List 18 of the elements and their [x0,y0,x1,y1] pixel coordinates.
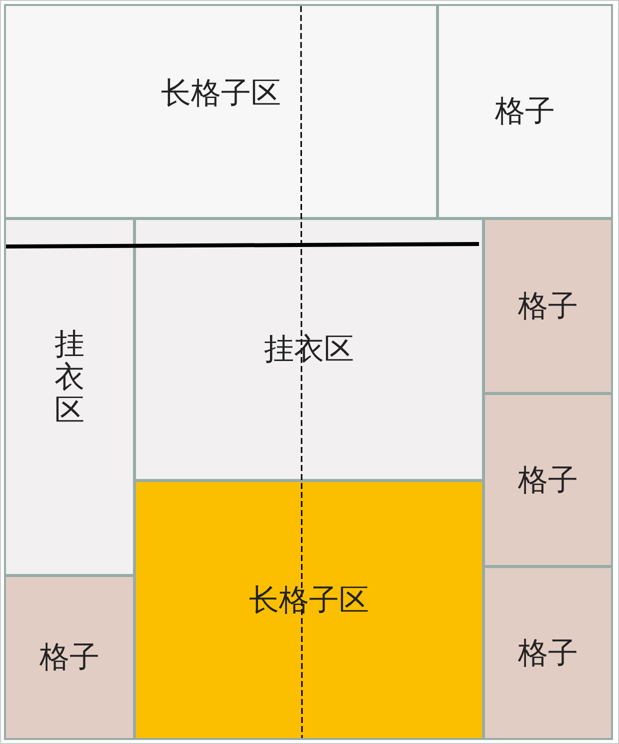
shelf-cubby [483,566,613,740]
section-label: 格子 [518,462,578,500]
section-label: 长格子区 [161,75,281,113]
shelf-cubby [4,575,135,740]
section-label: 挂衣区 [264,331,354,369]
long-shelf-section [134,480,484,740]
storage-section [4,4,438,219]
shelf-cubby [483,218,613,394]
storage-section [437,4,613,219]
section-label: 挂衣区 [54,328,84,426]
section-label: 长格子区 [249,582,369,620]
shelf-cubby [483,393,613,567]
section-label: 格子 [495,93,555,131]
hanging-section [4,218,135,576]
hanging-section [134,218,484,481]
section-label: 格子 [518,634,578,672]
section-label: 格子 [518,288,578,326]
section-label: 格子 [40,639,100,677]
